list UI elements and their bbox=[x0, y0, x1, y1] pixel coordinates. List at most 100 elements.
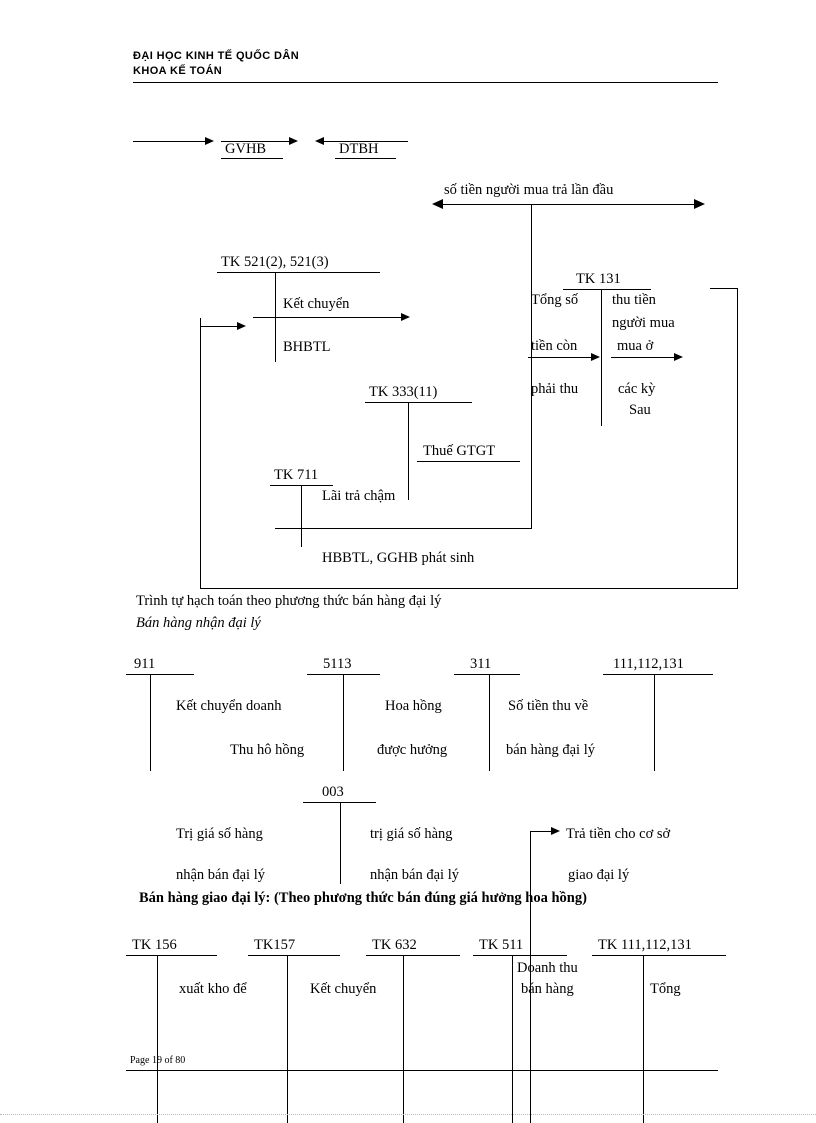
agency-row1-col2-line2: được hưởng bbox=[377, 742, 448, 758]
arrow-right-icon-tra-tien bbox=[551, 826, 560, 835]
incoming-flow-line bbox=[200, 326, 240, 327]
thue-gtgt-label: Thuế GTGT bbox=[423, 443, 496, 459]
account-tk511-label: TK 511 bbox=[479, 937, 524, 953]
account-911-label: 911 bbox=[134, 656, 156, 672]
account-tk156-stem bbox=[157, 955, 158, 1123]
arrow-left-icon-first-payment bbox=[432, 199, 443, 209]
account-tk111112131-label: TK 111,112,131 bbox=[598, 937, 692, 953]
page-footer: Page 19 of 80 bbox=[130, 1055, 186, 1066]
account-tk333-rule bbox=[365, 402, 472, 403]
agency-row2-col3-line2: giao đại lý bbox=[568, 867, 630, 883]
agency-row2-col2-line2: nhận bán đại lý bbox=[370, 867, 459, 883]
outer-loop-right-vertical bbox=[737, 288, 738, 588]
tk131-right-line-5: Sau bbox=[629, 402, 651, 418]
tk131-right-line-3: mua ở bbox=[617, 338, 654, 354]
account-5113-stem bbox=[343, 674, 344, 771]
mua-o-line bbox=[611, 357, 677, 358]
arrow-right-icon-first-payment bbox=[694, 199, 705, 209]
arrow-right-icon-tien-con bbox=[591, 352, 600, 361]
agency-row2-col3-line1: Trả tiền cho cơ sở bbox=[566, 826, 671, 842]
tk131-left-line-3: phải thu bbox=[531, 381, 579, 397]
account-tk111112131-stem bbox=[643, 955, 644, 1123]
agency-row1-col3-line2: bán hàng đại lý bbox=[506, 742, 595, 758]
first-payment-line bbox=[440, 204, 698, 205]
footer-rule bbox=[126, 1070, 718, 1071]
account-tk157-stem bbox=[287, 955, 288, 1123]
account-tk131-stem bbox=[601, 289, 602, 426]
account-003-stem bbox=[340, 802, 341, 884]
agency-heading: Trình tự hạch toán theo phương thức bán … bbox=[136, 593, 442, 609]
hbbtl-gghb-label: HBBTL, GGHB phát sinh bbox=[322, 550, 475, 566]
account-911-stem bbox=[150, 674, 151, 771]
account-tk157-rule bbox=[248, 955, 340, 956]
tk131-right-line-2: người mua bbox=[612, 315, 675, 331]
xuat-kho-label: xuất kho để bbox=[179, 981, 247, 997]
dtbh-label: DTBH bbox=[339, 141, 379, 157]
dtbh-line bbox=[323, 141, 408, 142]
tra-tien-vertical bbox=[530, 831, 531, 1123]
gvhb-underline bbox=[221, 158, 283, 159]
doanh-thu-line-2: bán hàng bbox=[521, 981, 574, 997]
account-tk111112131-rule bbox=[592, 955, 726, 956]
account-tk632-stem bbox=[403, 955, 404, 1123]
bhbtl-label: BHBTL bbox=[283, 339, 331, 355]
account-111112131-stem bbox=[654, 674, 655, 771]
hbbtl-gghb-line bbox=[275, 528, 532, 529]
header-rule bbox=[133, 82, 718, 83]
arrow-left-icon-dtbh bbox=[315, 136, 324, 145]
agency-row1-col1-line2: Thu hô hồng bbox=[230, 742, 305, 758]
account-tk131-label: TK 131 bbox=[576, 271, 621, 287]
account-003-rule bbox=[303, 802, 376, 803]
account-311-rule bbox=[454, 674, 520, 675]
dtbh-underline bbox=[335, 158, 396, 159]
flow-line-1 bbox=[133, 141, 208, 142]
tien-con-line bbox=[528, 357, 595, 358]
account-tk156-rule bbox=[126, 955, 217, 956]
outer-loop-bottom bbox=[200, 588, 738, 589]
thue-gtgt-underline bbox=[417, 461, 520, 462]
page-edge-artifact bbox=[0, 1114, 816, 1115]
account-tk711-stem bbox=[301, 485, 302, 547]
account-tk521-label: TK 521(2), 521(3) bbox=[221, 254, 329, 270]
agency-subheading: Bán hàng nhận đại lý bbox=[136, 615, 261, 631]
arrow-right-icon-incoming bbox=[237, 321, 246, 330]
ket-chuyen-line bbox=[253, 317, 405, 318]
arrow-right-icon-mua-o bbox=[674, 352, 683, 361]
doanh-thu-line-1: Doanh thu bbox=[517, 960, 578, 976]
ket-chuyen-label: Kết chuyển bbox=[283, 296, 350, 312]
gvhb-line bbox=[221, 141, 293, 142]
account-111112131-rule bbox=[603, 674, 713, 675]
account-tk131-rule bbox=[563, 289, 651, 290]
gvhb-label: GVHB bbox=[225, 141, 267, 157]
first-payment-drop-vertical bbox=[531, 204, 532, 528]
account-tk511-stem bbox=[512, 955, 513, 1123]
agency-row2-col2-line1: trị giá số hàng bbox=[370, 826, 453, 842]
university-name: ĐẠI HỌC KINH TẾ QUỐC DÂN bbox=[133, 50, 300, 62]
account-311-stem bbox=[489, 674, 490, 771]
account-tk711-label: TK 711 bbox=[274, 467, 319, 483]
account-tk157-label: TK157 bbox=[254, 937, 296, 953]
account-911-rule bbox=[126, 674, 194, 675]
account-311-label: 311 bbox=[470, 656, 492, 672]
lai-tra-cham-label: Lãi trả chậm bbox=[322, 488, 396, 504]
tong-label: Tổng bbox=[650, 981, 681, 997]
account-tk632-label: TK 632 bbox=[372, 937, 417, 953]
account-tk632-rule bbox=[366, 955, 460, 956]
arrow-right-icon-ket-chuyen bbox=[401, 312, 410, 321]
tra-tien-arrow-line bbox=[530, 831, 555, 832]
consignment-heading: Bán hàng giao đại lý: (Theo phương thức … bbox=[139, 890, 587, 906]
consignment-ket-chuyen-label: Kết chuyển bbox=[310, 981, 377, 997]
agency-row1-col2-line1: Hoa hồng bbox=[385, 698, 442, 714]
outer-loop-left-vertical bbox=[200, 318, 201, 588]
account-tk333-stem bbox=[408, 402, 409, 500]
agency-row2-col1-line2: nhận bán đại lý bbox=[176, 867, 265, 883]
account-tk333-label: TK 333(11) bbox=[369, 384, 438, 400]
outer-loop-top-right bbox=[710, 288, 738, 289]
arrow-right-icon-gvhb bbox=[289, 136, 298, 145]
account-tk156-label: TK 156 bbox=[132, 937, 177, 953]
tk131-left-line-1: Tổng số bbox=[531, 292, 579, 308]
first-payment-caption: số tiền người mua trả lần đầu bbox=[444, 182, 614, 198]
account-5113-label: 5113 bbox=[323, 656, 352, 672]
account-111112131-label: 111,112,131 bbox=[613, 656, 684, 672]
